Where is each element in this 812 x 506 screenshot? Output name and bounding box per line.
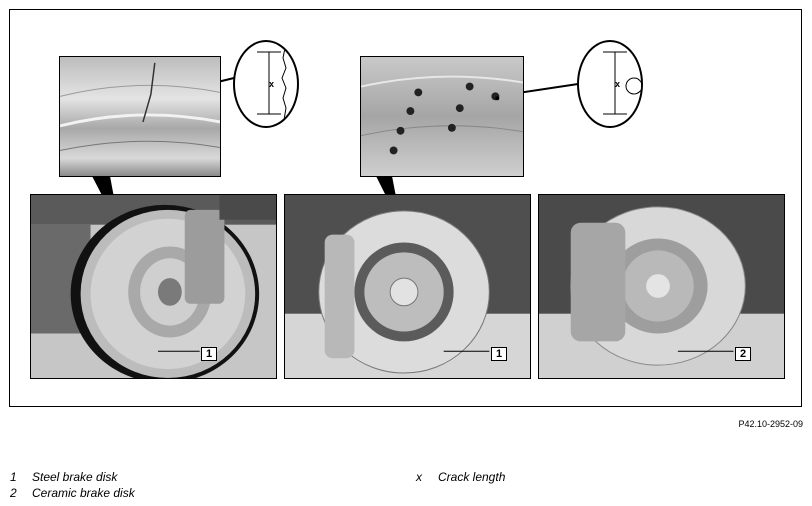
legend-num: x [416, 470, 422, 484]
callout-1-drilled: 1 [491, 347, 507, 361]
legend-text: Ceramic brake disk [32, 486, 135, 500]
photo-ceramic-disk: 2 [538, 194, 785, 379]
crack-line [142, 62, 156, 123]
legend-text: Crack length [438, 470, 506, 484]
photo-steel-disk: 1 [30, 194, 277, 379]
magnifier-x-label-2: x [615, 79, 621, 89]
magnifier-hole-crack: x [577, 40, 643, 128]
legend-item-x: x Crack length [416, 470, 505, 484]
legend-item-1: 1 Steel brake disk [10, 470, 117, 484]
legend-text: Steel brake disk [32, 470, 118, 484]
cracked-hole [495, 96, 500, 101]
legend-num: 1 [10, 470, 17, 484]
detail-photo-drilled [360, 56, 524, 177]
photo-drilled-steel-disk: 1 [284, 194, 531, 379]
legend-num: 2 [10, 486, 17, 500]
figure-reference: P42.10-2952-09 [738, 419, 803, 429]
detail-photo-crack [59, 56, 221, 177]
magnifier-crack-length: x [233, 40, 299, 128]
magnifier-x-label: x [269, 79, 275, 89]
callout-1-steel: 1 [201, 347, 217, 361]
legend-item-2: 2 Ceramic brake disk [10, 486, 135, 500]
callout-2-ceramic: 2 [735, 347, 751, 361]
